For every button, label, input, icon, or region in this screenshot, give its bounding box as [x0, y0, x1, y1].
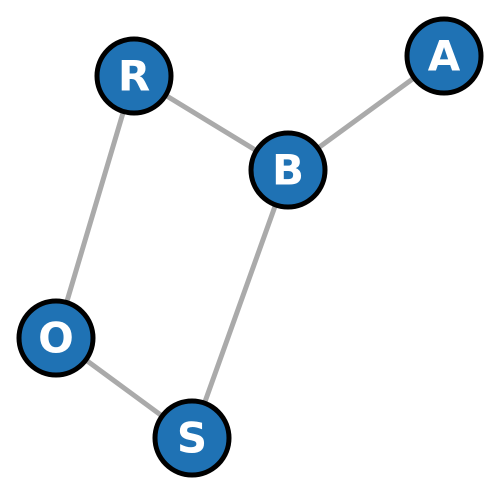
- node-r-label: R: [118, 52, 150, 101]
- nodes-layer: R A B O S: [16, 16, 484, 478]
- node-s-circle: [152, 398, 232, 478]
- node-o: O: [16, 298, 96, 378]
- node-b-label: B: [272, 146, 304, 195]
- node-s: S: [152, 398, 232, 478]
- node-b: B: [248, 130, 328, 210]
- node-r-circle: [94, 36, 174, 116]
- node-a: A: [404, 16, 484, 96]
- edge-b-s: [189, 167, 291, 441]
- node-o-circle: [16, 298, 96, 378]
- edges-layer: [53, 53, 447, 441]
- node-a-label: A: [428, 32, 461, 81]
- node-a-circle: [404, 16, 484, 96]
- node-r: R: [94, 36, 174, 116]
- node-o-label: O: [38, 314, 74, 363]
- node-s-label: S: [177, 414, 207, 463]
- node-b-circle: [248, 130, 328, 210]
- edge-r-o: [53, 73, 137, 341]
